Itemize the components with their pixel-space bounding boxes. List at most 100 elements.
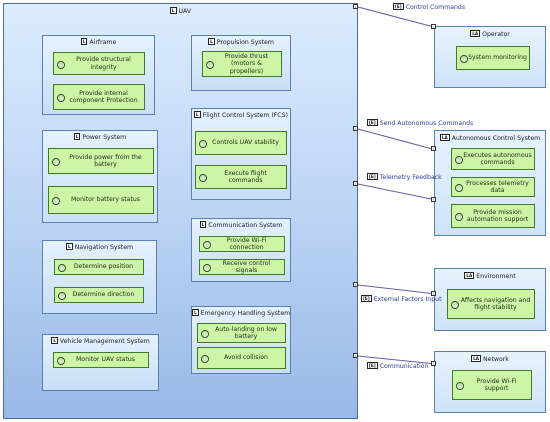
component-badge-icon: L [194,111,201,118]
communication-connector [357,355,437,365]
function-icon: ⓕ [203,241,211,249]
function-icon: ⓕ [203,264,211,272]
port-in-icon[interactable]: ‹ [431,361,436,366]
actor-badge-icon: LA [470,30,481,37]
function-icon: ⓕ [199,140,207,148]
actor-badge-icon: LA [471,355,482,362]
function-icon: ⓕ [199,174,207,182]
port-in-icon[interactable]: ‹ [431,146,436,151]
port-out-icon[interactable]: › [431,291,436,296]
exchange-icon: [E] [361,295,372,302]
component-badge-icon: L [80,38,88,45]
exchange-icon: [E] [393,3,404,10]
component-badge-icon: L [208,38,215,45]
port-out-icon[interactable]: › [431,197,436,202]
function-icon: ⓕ [456,382,464,390]
telemetry-feedback-connector [357,183,437,201]
actor-badge-icon: LA [439,134,450,141]
exchange-icon: [E] [367,362,378,369]
component-badge-icon: L [199,221,207,228]
component-badge-icon: L [51,337,58,344]
function-icon: ⓕ [57,94,65,102]
function-icon: ⓕ [58,264,66,272]
function-icon: ⓕ [206,61,214,69]
exchange-icon: [E] [367,173,378,180]
function-icon: ⓕ [52,197,60,205]
function-icon: ⓕ [455,156,463,164]
port-out-icon[interactable]: › [353,126,358,131]
port-in-icon[interactable]: ‹ [353,282,358,287]
function-icon: ⓕ [201,330,209,338]
function-icon: ⓕ [52,158,60,166]
function-icon: ⓕ [460,55,468,63]
port-out-icon[interactable]: › [353,353,358,358]
component-badge-icon: L [169,7,177,14]
control-commands-connector [357,6,435,28]
external-factors-connector [357,284,437,295]
component-badge-icon: L [192,309,199,316]
function-icon: ⓕ [57,60,65,69]
port-out-icon[interactable]: › [353,4,358,9]
function-icon: ⓕ [455,213,463,221]
exchange-icon: [E] [367,119,378,126]
function-icon: ⓕ [58,292,66,300]
function-icon: ⓕ [451,301,459,309]
control-commands-label: [E]Control Commands [393,3,466,11]
port-in-icon[interactable]: ‹ [431,24,436,29]
communication-label: [E]Communication [367,362,429,370]
function-icon: ⓕ [201,355,209,363]
component-badge-icon: L [73,133,81,140]
port-in-icon[interactable]: ‹ [353,181,358,186]
actor-badge-icon: LA [464,272,475,279]
send-autonomous-commands-label: [E]Send Autonomous Commands [367,119,474,127]
function-icon: ⓕ [57,357,65,365]
component-badge-icon: L [65,243,73,250]
external-factors-input-label: [E]External Factors Input [361,295,442,303]
telemetry-feedback-label: [E]Telemetry Feedback [367,173,442,181]
